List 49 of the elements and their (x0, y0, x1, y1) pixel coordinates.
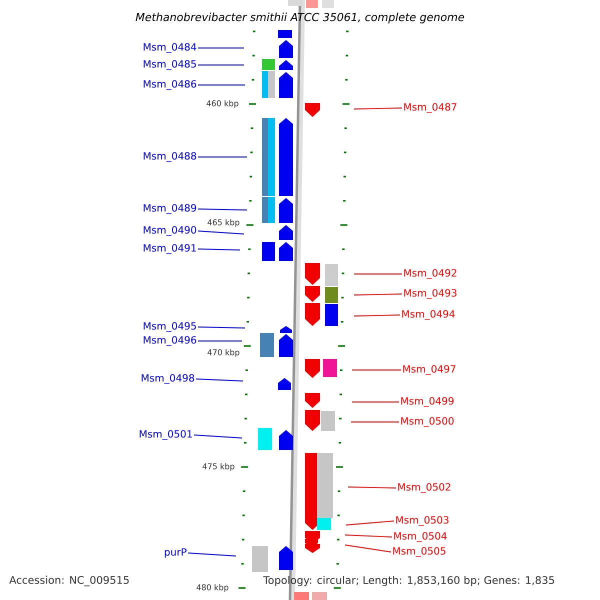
leader-line (198, 156, 248, 158)
leader-line (188, 552, 236, 556)
kbp-label: 475 kbp (202, 463, 234, 471)
gene-label: Msm_0496 (144, 336, 196, 346)
leader-line (198, 64, 244, 66)
leader-line (198, 208, 248, 210)
leader-line (354, 314, 400, 316)
leader-line (198, 248, 240, 250)
genome-info-text: Topology: circular; Length: 1,853,160 bp; Genes: 1,835 (263, 576, 554, 586)
gene-label: Msm_0485 (144, 60, 196, 70)
gene-label: Msm_0491 (144, 244, 196, 254)
title: Methanobrevibacter smithii ATCC 35061, complete genome (136, 12, 464, 24)
gene-label: Msm_0505 (393, 547, 446, 557)
leader-line (348, 486, 396, 488)
gene-label: Msm_0484 (144, 43, 196, 53)
leader-line (198, 230, 244, 234)
accession-text: Accession: NC_009515 (9, 576, 129, 586)
gene-label: Msm_0487 (404, 103, 456, 113)
leader-line (346, 520, 394, 526)
gene-label: Msm_0503 (396, 516, 448, 526)
gene-label: Msm_0504 (394, 532, 447, 542)
gene-label: purP (164, 548, 186, 558)
leader-line (198, 340, 242, 342)
gene-label: Msm_0500 (401, 417, 454, 427)
leader-line (198, 326, 246, 328)
gene-label: Msm_0501 (140, 430, 192, 440)
leader-line (194, 434, 242, 438)
gene-label: Msm_0502 (398, 483, 450, 493)
kbp-label: 480 kbp (196, 584, 228, 592)
gene-label: Msm_0498 (142, 374, 194, 384)
leader-line (198, 84, 246, 86)
leader-line (354, 294, 402, 296)
kbp-label: 460 kbp (206, 100, 238, 108)
gene-label: Msm_0488 (144, 152, 196, 162)
gene-label: Msm_0492 (404, 269, 456, 279)
gene-label: Msm_0497 (403, 365, 456, 375)
gene-label: Msm_0490 (144, 226, 196, 236)
gene-label: Msm_0489 (144, 204, 196, 214)
leader-line (344, 534, 392, 538)
gene-label: Msm_0494 (402, 310, 455, 320)
gene-label: Msm_0499 (401, 397, 454, 407)
leader-line (196, 378, 244, 382)
gene-label: Msm_0493 (404, 289, 456, 299)
kbp-label: 470 kbp (208, 349, 240, 357)
kbp-label: 465 kbp (208, 219, 240, 227)
leader-line (344, 544, 392, 552)
gene-label: Msm_0495 (144, 322, 196, 332)
gene-label: Msm_0486 (144, 80, 196, 90)
leader-line (354, 108, 402, 110)
